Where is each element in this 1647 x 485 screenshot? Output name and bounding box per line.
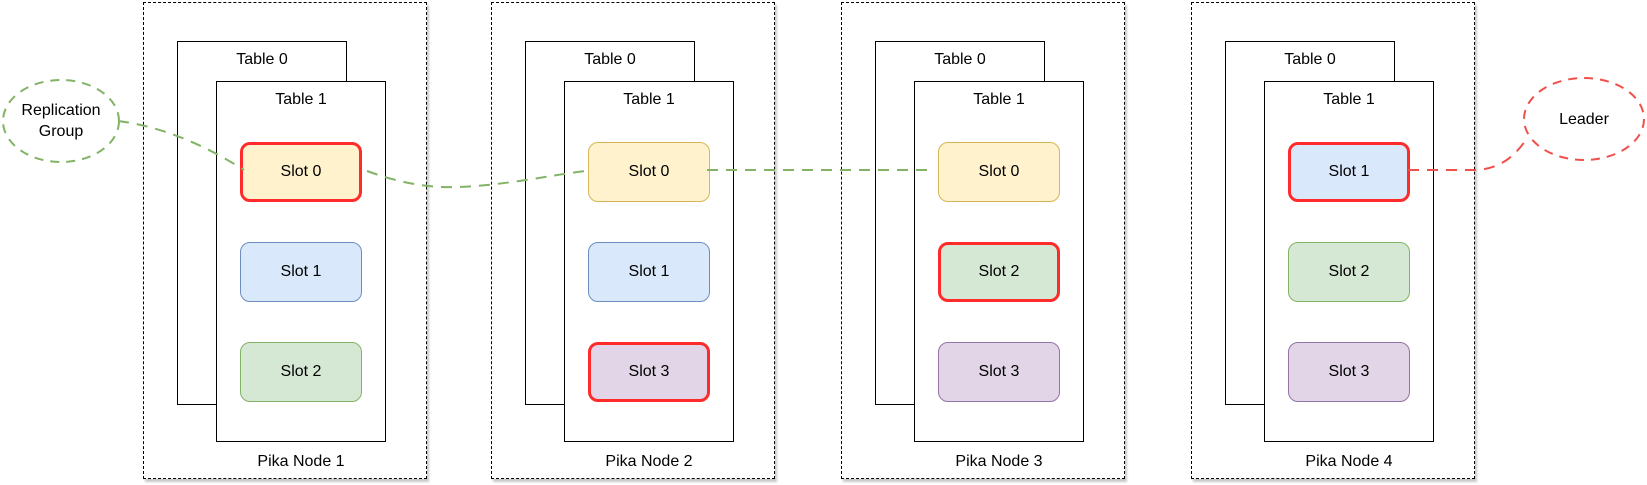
slot-label: Slot 1 bbox=[1328, 163, 1370, 180]
table-0-label: Table 0 bbox=[934, 51, 986, 68]
table-1-label: Table 1 bbox=[275, 91, 327, 108]
table-1-label: Table 1 bbox=[1323, 91, 1375, 108]
node-label: Pika Node 2 bbox=[605, 453, 693, 470]
slot: Slot 3 bbox=[1288, 342, 1410, 402]
slot: Slot 2 bbox=[938, 242, 1060, 302]
slot: Slot 1 bbox=[1288, 142, 1410, 202]
pika-node-2: Table 0 Table 1 Slot 0 Slot 1 Slot 3 Pik… bbox=[491, 2, 775, 479]
table-0-label: Table 0 bbox=[1284, 51, 1336, 68]
slot-label: Slot 0 bbox=[978, 163, 1020, 180]
slot: Slot 1 bbox=[240, 242, 362, 302]
slot-label: Slot 3 bbox=[1328, 363, 1370, 380]
slot: Slot 0 bbox=[240, 142, 362, 202]
slot: Slot 0 bbox=[588, 142, 710, 202]
slot: Slot 3 bbox=[588, 342, 710, 402]
leader-label: Leader bbox=[1559, 111, 1609, 128]
table-1-label: Table 1 bbox=[623, 91, 675, 108]
pika-node-3: Table 0 Table 1 Slot 0 Slot 2 Slot 3 Pik… bbox=[841, 2, 1125, 479]
slot-label: Slot 1 bbox=[280, 263, 322, 280]
slot-label: Slot 1 bbox=[628, 263, 670, 280]
pika-node-1: Table 0 Table 1 Slot 0 Slot 1 Slot 2 Pik… bbox=[143, 2, 427, 479]
slot-label: Slot 0 bbox=[280, 163, 322, 180]
node-label: Pika Node 1 bbox=[257, 453, 345, 470]
table-0-label: Table 0 bbox=[236, 51, 288, 68]
slot: Slot 3 bbox=[938, 342, 1060, 402]
slot-label: Slot 2 bbox=[1328, 263, 1370, 280]
slot: Slot 2 bbox=[240, 342, 362, 402]
slot-label: Slot 2 bbox=[280, 363, 322, 380]
node-label: Pika Node 4 bbox=[1305, 453, 1393, 470]
table-1-label: Table 1 bbox=[973, 91, 1025, 108]
slot-label: Slot 3 bbox=[628, 363, 670, 380]
table-0-label: Table 0 bbox=[584, 51, 636, 68]
slot: Slot 1 bbox=[588, 242, 710, 302]
node-label: Pika Node 3 bbox=[955, 453, 1043, 470]
slot-label: Slot 3 bbox=[978, 363, 1020, 380]
slot: Slot 2 bbox=[1288, 242, 1410, 302]
replication-group-label: Replication Group bbox=[21, 102, 101, 140]
slot-label: Slot 2 bbox=[978, 263, 1020, 280]
slot-label: Slot 0 bbox=[628, 163, 670, 180]
pika-node-4: Table 0 Table 1 Slot 1 Slot 2 Slot 3 Pik… bbox=[1191, 2, 1475, 479]
slot: Slot 0 bbox=[938, 142, 1060, 202]
